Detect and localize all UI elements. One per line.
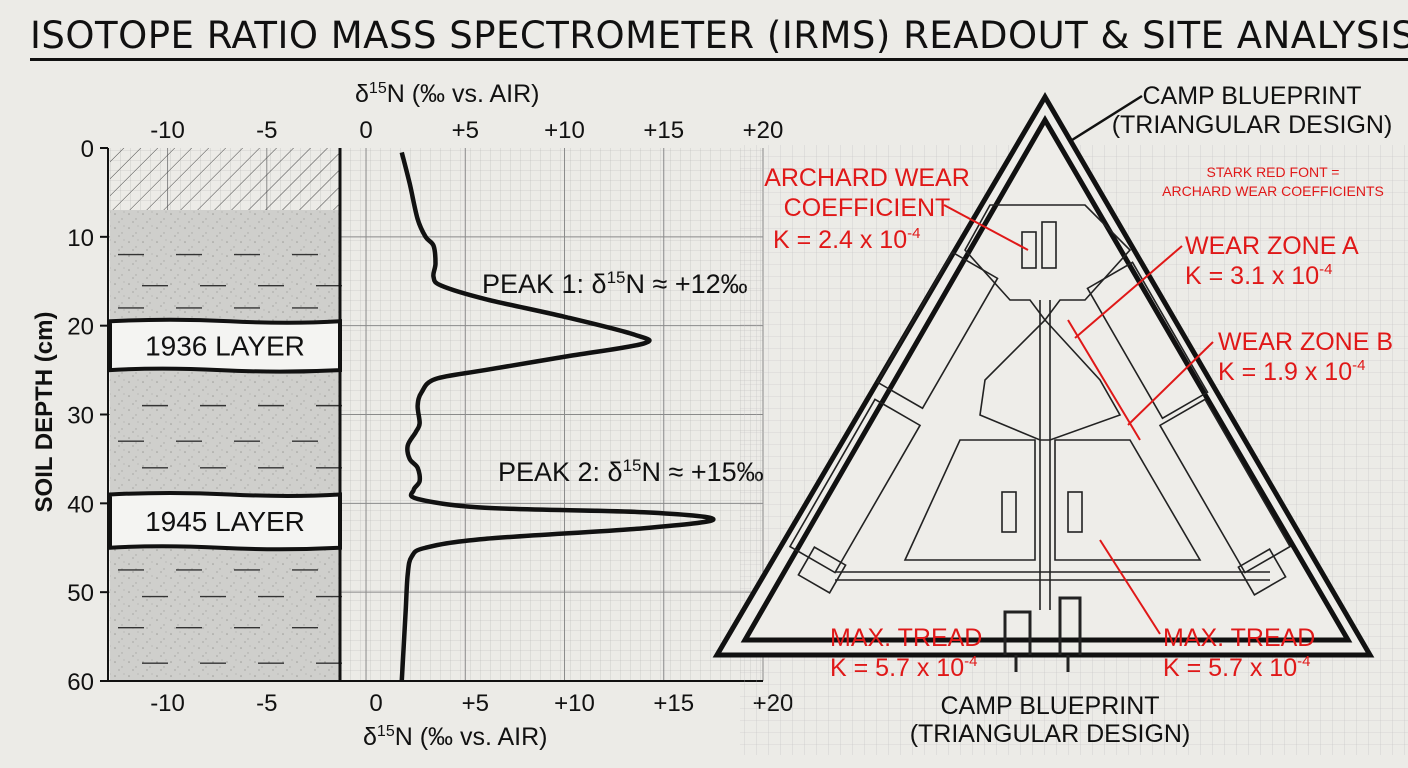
x-tick-label-bottom: 0 — [369, 690, 382, 717]
y-tick-label: 40 — [67, 491, 94, 518]
barracks-upper-right — [1086, 261, 1209, 420]
layer-label: 1936 LAYER — [145, 331, 305, 362]
leader-zone-a — [1074, 245, 1183, 339]
y-tick-label: 0 — [81, 136, 94, 163]
x-tick-label-bottom: +15 — [653, 690, 694, 717]
series-line-d15n — [399, 151, 716, 682]
center-compound — [979, 318, 1122, 441]
x-tick-label-top: -5 — [256, 117, 277, 144]
x-tick-label-bottom: -10 — [150, 690, 185, 717]
svg-text:K = 3.1 x 10-4: K = 3.1 x 10-4 — [1185, 261, 1332, 290]
camp-plan — [788, 204, 1292, 672]
hut-southwest — [797, 546, 847, 594]
callout-archard: ARCHARD WEAR COEFFICIENT K = 2.4 x 10-4 — [764, 164, 970, 254]
x-tick-label-top: 0 — [359, 117, 372, 144]
x-tick-label-top: -10 — [150, 117, 185, 144]
building-se — [1067, 491, 1083, 533]
soil-fill — [110, 210, 340, 681]
blueprint-label-bottom-line1: CAMP BLUEPRINT — [940, 692, 1159, 720]
top-x-axis-label: δ15N (‰ vs. AIR) — [355, 80, 540, 108]
hut-southeast — [1237, 548, 1287, 596]
soil-dash-marks — [118, 253, 342, 664]
callout-wear-zone-a: WEAR ZONE A K = 3.1 x 10-4 — [1185, 232, 1359, 290]
x-tick-label-top: +20 — [743, 117, 784, 144]
blueprint-label-bottom-line2: (TRIANGULAR DESIGN) — [910, 720, 1191, 748]
isotope-chart: 1936 LAYER 1945 LAYER -10 -5 0 +5 +10 +15 +20 -… — [31, 80, 793, 751]
north-compound — [964, 204, 1132, 322]
leader-wear-zone-edge — [1067, 319, 1141, 441]
y-tick-label: 60 — [67, 669, 94, 696]
svg-text:K = 5.7 x 10-4: K = 5.7 x 10-4 — [1163, 653, 1310, 682]
southwest-compound — [903, 439, 1036, 561]
svg-text:K = 5.7 x 10-4: K = 5.7 x 10-4 — [830, 653, 977, 682]
legend-note-line1: STARK RED FONT = — [1207, 164, 1340, 180]
leader-archard — [943, 204, 1029, 251]
leader-blueprint — [1071, 94, 1143, 142]
southeast-compound — [1054, 439, 1202, 561]
leader-tread-right — [1099, 539, 1161, 635]
gatehouse-b — [1041, 221, 1057, 269]
bottom-x-axis-label: δ15N (‰ vs. AIR) — [363, 723, 548, 751]
y-tick-label: 10 — [67, 225, 94, 252]
x-tick-label-top: +5 — [452, 117, 479, 144]
blueprint-label-top-line2: (TRIANGULAR DESIGN) — [1112, 111, 1393, 139]
leader-zone-b — [1127, 341, 1214, 426]
x-tick-label-bottom: +5 — [462, 690, 489, 717]
callout-tread-left: MAX. TREAD K = 5.7 x 10-4 — [830, 624, 982, 682]
svg-text:MAX. TREAD: MAX. TREAD — [1163, 624, 1315, 652]
legend-note-line2: ARCHARD WEAR COEFFICIENTS — [1162, 183, 1384, 199]
svg-text:K = 2.4 x 10-4: K = 2.4 x 10-4 — [773, 225, 920, 254]
building-sw — [1001, 491, 1017, 533]
south-gate — [1003, 596, 1082, 672]
barracks-lower-right — [1158, 398, 1292, 574]
x-tick-label-top: +10 — [544, 117, 585, 144]
gatehouse-a — [1021, 231, 1037, 269]
inner-triangle — [740, 115, 1353, 643]
svg-text:K = 1.9 x 10-4: K = 1.9 x 10-4 — [1218, 357, 1365, 386]
layer-label: 1945 LAYER — [145, 506, 305, 537]
callout-leaders — [943, 204, 1214, 635]
top-x-tick-labels: -10 -5 0 +5 +10 +15 +20 — [150, 117, 783, 144]
callout-wear-zone-b: WEAR ZONE B K = 1.9 x 10-4 — [1218, 328, 1393, 386]
svg-text:ARCHARD WEAR: ARCHARD WEAR — [764, 164, 970, 192]
x-tick-label-bottom: -5 — [256, 690, 277, 717]
page-title: ISOTOPE RATIO MASS SPECTROMETER (IRMS) R… — [30, 14, 1408, 61]
x-tick-label-bottom: +10 — [554, 690, 595, 717]
callout-tread-right: MAX. TREAD K = 5.7 x 10-4 — [1163, 624, 1315, 682]
svg-text:MAX. TREAD: MAX. TREAD — [830, 624, 982, 652]
barracks-lower-left — [788, 398, 922, 574]
svg-text:WEAR ZONE A: WEAR ZONE A — [1185, 232, 1359, 260]
layer-bands: 1936 LAYER 1945 LAYER — [108, 317, 342, 552]
topsoil-hatch — [110, 148, 340, 210]
y-tick-label: 50 — [67, 580, 94, 607]
peak-1-annotation: PEAK 1: δ15N ≈ +12‰ — [482, 268, 748, 299]
bottom-x-tick-labels: -10-50+5+10+15+20 — [150, 690, 793, 717]
camp-blueprint: CAMP BLUEPRINT (TRIANGULAR DESIGN) STARK… — [712, 82, 1408, 755]
barracks-upper-left — [876, 251, 999, 410]
y-tick-label: 30 — [67, 403, 94, 430]
y-tick-labels: 0 10 20 30 40 50 60 — [67, 136, 108, 696]
y-axis-label: SOIL DEPTH (cm) — [31, 312, 58, 513]
x-tick-label-top: +15 — [643, 117, 684, 144]
svg-text:COEFFICIENT: COEFFICIENT — [784, 194, 951, 222]
soil-column: 1936 LAYER 1945 LAYER — [108, 148, 342, 681]
y-tick-label: 20 — [67, 314, 94, 341]
svg-text:WEAR ZONE B: WEAR ZONE B — [1218, 328, 1393, 356]
blueprint-label-top-line1: CAMP BLUEPRINT — [1142, 82, 1361, 110]
